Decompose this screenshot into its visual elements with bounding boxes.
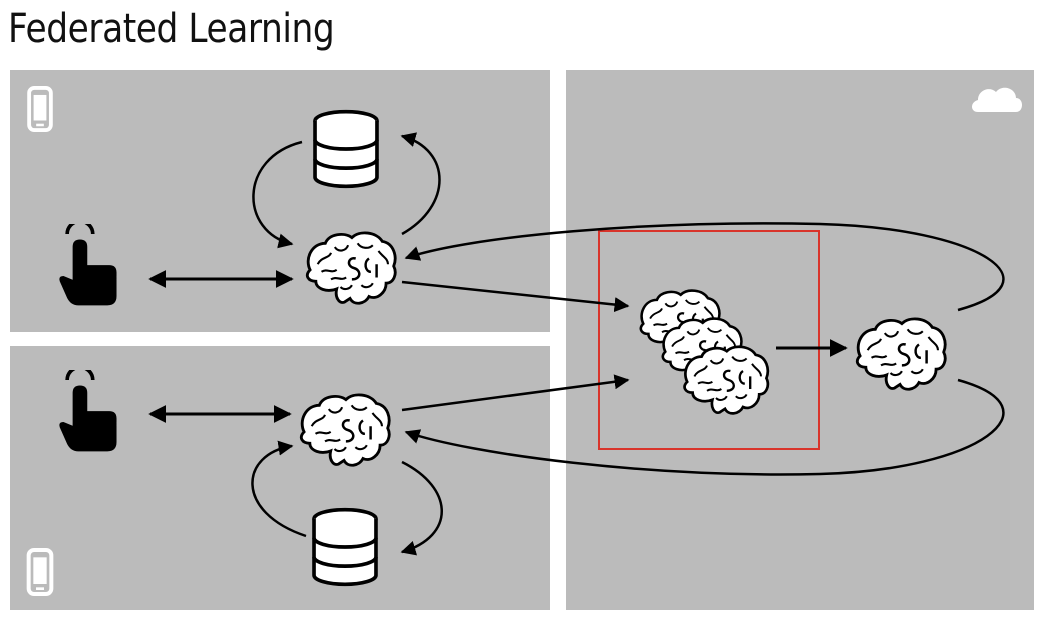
device-panel-bottom [10, 346, 550, 610]
database-icon [314, 510, 376, 585]
phone-icon [29, 550, 52, 594]
phone-icon [29, 88, 51, 130]
cloud-panel [566, 70, 1034, 610]
database-icon [315, 112, 377, 187]
